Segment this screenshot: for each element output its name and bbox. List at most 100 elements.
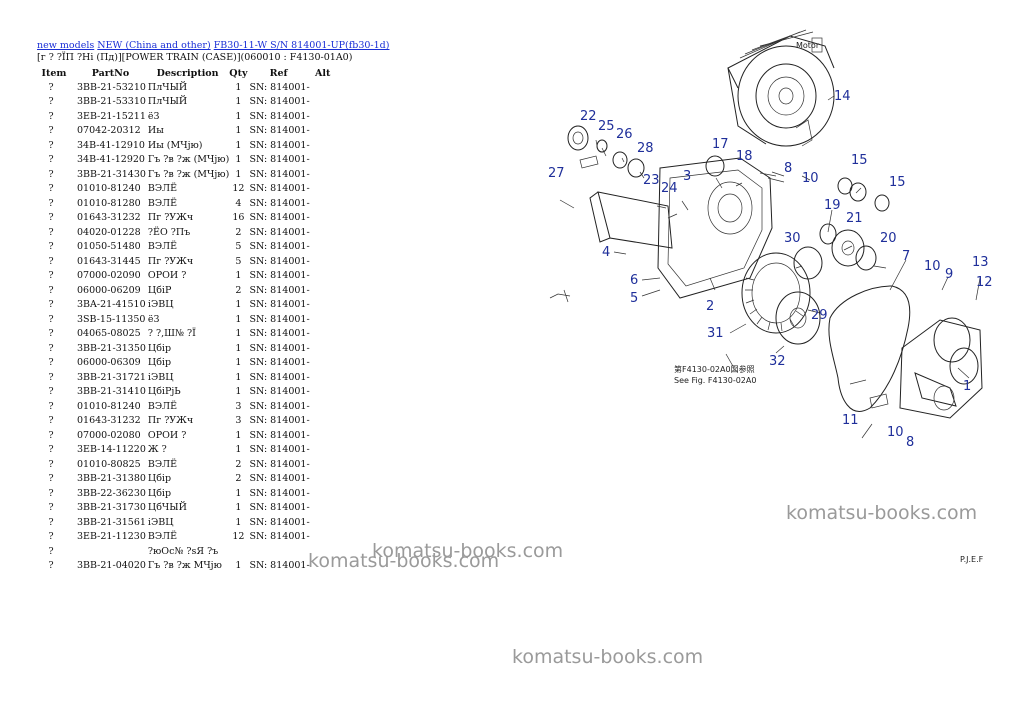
breadcrumb-link-new-china[interactable]: NEW (China and other): [97, 40, 211, 51]
description-cell: ПлЧЫЙ: [147, 81, 188, 93]
partno-cell: 3BB-22-36230: [77, 487, 146, 499]
alt-cell: [310, 167, 336, 182]
description-cell: ЦбiРјЬ: [147, 386, 181, 398]
ref-cell: SN: 814001-: [249, 342, 310, 354]
partno-cell: 06000-06309: [77, 357, 141, 369]
item-cell: ?: [48, 531, 54, 543]
alt-cell: [310, 254, 336, 269]
callout-27: 27: [548, 166, 565, 181]
callout-14: 14: [834, 89, 851, 104]
ref-cell: SN: 814001-: [249, 531, 310, 543]
partno-cell: 01643-31232: [77, 415, 141, 427]
ref-cell: SN: 814001-: [249, 299, 310, 311]
ref-cell: SN: 814001-: [249, 270, 310, 282]
header-alt: Alt: [314, 67, 331, 79]
parts-table: Item PartNo Description Qty Ref Alt ?3BB…: [33, 66, 336, 573]
alt-cell: [310, 428, 336, 443]
item-cell: ?: [48, 226, 54, 238]
description-cell: Гъ ?в ?ж (МЧјю): [147, 168, 230, 180]
description-cell: ё3: [147, 313, 160, 325]
alt-cell: [310, 443, 336, 458]
qty-cell: 5: [235, 241, 242, 253]
qty-cell: 2: [235, 473, 242, 485]
alt-cell: [310, 530, 336, 545]
callout-12: 12: [976, 275, 993, 290]
breadcrumb-link-model[interactable]: FB30-11-W S/N 814001-UP(fb30-1d): [213, 40, 390, 51]
parts-table-header: Item PartNo Description Qty Ref Alt: [33, 66, 336, 80]
alt-cell: [310, 327, 336, 342]
description-cell: ВЭЛЁ: [147, 183, 178, 195]
alt-cell: [310, 486, 336, 501]
qty-cell: 1: [235, 110, 242, 122]
table-row: ??юОс№ ?sЯ ?ъ: [33, 544, 336, 559]
description-cell: ОРОИ ?: [147, 429, 187, 441]
partno-cell: 07000-02090: [77, 270, 141, 282]
description-cell: ВЭЛЁ: [147, 458, 178, 470]
partno-cell: 01010-81240: [77, 400, 141, 412]
partno-cell: 3EB-14-11220: [77, 444, 146, 456]
qty-cell: 2: [235, 226, 242, 238]
description-cell: іЭВЦ: [147, 371, 174, 383]
partno-cell: 01010-81240: [77, 183, 141, 195]
alt-cell: [310, 109, 336, 124]
partno-cell: 3BB-21-31721: [77, 371, 146, 383]
description-cell: Гъ ?в ?ж (МЧјю): [147, 154, 230, 166]
callout-10c: 10: [924, 259, 941, 274]
item-cell: ?: [48, 154, 54, 166]
partno-cell: 01050-51480: [77, 241, 141, 253]
ref-cell: SN: 814001-: [249, 139, 310, 151]
ref-cell: SN: 814001-: [249, 125, 310, 137]
callout-20: 20: [880, 231, 897, 246]
qty-cell: 5: [235, 255, 242, 267]
item-cell: ?: [48, 487, 54, 499]
callout-8a: 8: [784, 161, 792, 176]
partno-cell: 3BB-21-31730: [77, 502, 146, 514]
description-cell: Цбiр: [147, 473, 172, 485]
description-cell: іЭВЦ: [147, 516, 174, 528]
qty-cell: [229, 544, 247, 559]
callout-6: 6: [630, 273, 638, 288]
callout-31: 31: [707, 326, 724, 341]
watermark: komatsu-books.com: [308, 550, 500, 572]
partno-cell: 3SB-15-11350: [77, 313, 146, 325]
ref-cell: SN: 814001-: [249, 429, 310, 441]
partno-cell: 3BA-21-41510: [77, 299, 146, 311]
header-ref: Ref: [269, 67, 288, 79]
item-cell: ?: [48, 400, 54, 412]
breadcrumb-link-new-models[interactable]: new models: [37, 40, 95, 51]
description-cell: ВЭЛЁ: [147, 241, 178, 253]
partno-cell: 01010-81280: [77, 197, 141, 209]
ref-cell: SN: 814001-: [249, 487, 310, 499]
callout-25: 25: [598, 119, 615, 134]
qty-cell: 1: [235, 154, 242, 166]
callout-26: 26: [616, 127, 633, 142]
item-cell: ?: [48, 81, 54, 93]
ref-cell: SN: 814001-: [249, 81, 310, 93]
partno-cell: 34B-41-12910: [77, 139, 145, 151]
leader-lines: [559, 95, 981, 439]
qty-cell: 1: [235, 560, 242, 572]
ref-cell: SN: 814001-: [249, 371, 310, 383]
alt-cell: [310, 269, 336, 284]
partno-cell: 04065-08025: [77, 328, 141, 340]
qty-cell: 1: [235, 357, 242, 369]
callout-21: 21: [846, 211, 863, 226]
qty-cell: 16: [232, 212, 245, 224]
description-cell: іЭВЦ: [147, 299, 174, 311]
ref-cell: SN: 814001-: [249, 560, 310, 572]
item-cell: ?: [48, 168, 54, 180]
item-cell: ?: [48, 473, 54, 485]
partno-cell: 34B-41-12920: [77, 154, 145, 166]
callout-17: 17: [712, 137, 729, 152]
